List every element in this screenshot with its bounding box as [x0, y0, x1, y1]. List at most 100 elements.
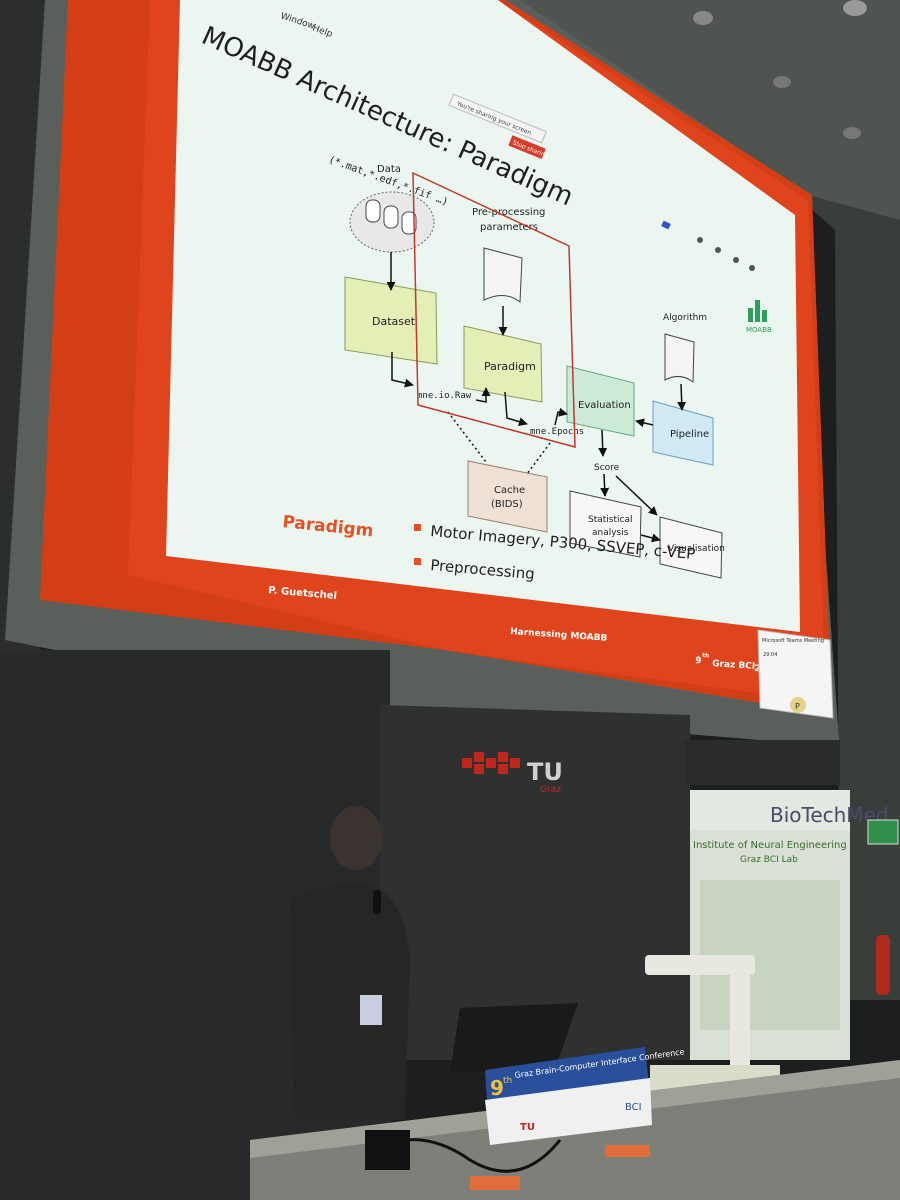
speaker-head: [330, 806, 382, 870]
logo-bar: [762, 310, 767, 322]
remote-icon: [365, 1130, 410, 1170]
mne-epochs-label: mne.Epochs: [530, 427, 584, 437]
paradigm-box: [463, 325, 543, 403]
name-badge: [360, 995, 382, 1025]
podium-sign-lower: [485, 1078, 652, 1145]
speaker-body: [290, 884, 410, 1120]
arrow-evaluation-score: [598, 429, 608, 457]
arrow-epochs-cache: [526, 442, 551, 475]
ceiling: [520, 0, 900, 220]
arrow-stats-visualisation: [640, 533, 661, 543]
tray-icon[interactable]: [715, 247, 721, 253]
arrow-score-stats: [600, 473, 610, 497]
cache-label-line2: (BIDS): [491, 499, 523, 510]
tray-icon[interactable]: [661, 220, 671, 230]
tray-icon[interactable]: [749, 265, 755, 271]
arrow-paradigm-epochs: [504, 391, 528, 426]
preprocessing-label: Pre-processing: [472, 207, 545, 218]
wall-panel-right: [685, 740, 840, 785]
logo-square: [486, 758, 496, 768]
stats-label-line2: analysis: [592, 528, 629, 538]
paradigm-label: Paradigm: [484, 360, 536, 373]
pipeline-box: [652, 400, 714, 466]
data-label: Data: [377, 164, 401, 175]
teams-title: Microsoft Teams Meeting: [762, 638, 824, 644]
algorithm-label: Algorithm: [663, 313, 707, 323]
footer-year: 2: [754, 664, 761, 674]
database-icon: [365, 199, 381, 223]
tu-text: TU: [527, 758, 563, 786]
paradigm-highlight-frame: [412, 171, 576, 448]
logo-bar: [755, 300, 760, 322]
evaluation-box: [566, 365, 635, 437]
right-wall: [790, 190, 900, 1000]
logo-text: MOABB: [746, 326, 772, 334]
arrow-raw-cache: [447, 411, 487, 463]
avatar-initial: P: [795, 702, 800, 711]
footer-conf-number: 9: [695, 656, 702, 666]
power-strip: [605, 1145, 650, 1157]
logo-square: [510, 758, 520, 768]
moabb-logo: MOABB: [746, 300, 772, 334]
logo-square: [474, 764, 484, 774]
ceiling-light: [843, 127, 861, 139]
podium-number: 9: [490, 1076, 504, 1100]
database-icon: [383, 205, 399, 229]
statistical-analysis-box: [569, 490, 642, 558]
system-tray: [661, 220, 755, 271]
banner-institute: Institute of Neural Engineering: [693, 840, 847, 851]
arrow-epochs-evaluation: [554, 407, 568, 426]
logo-square: [462, 758, 472, 768]
arrow-raw-paradigm: [475, 387, 491, 403]
avatar: [790, 697, 806, 713]
visualisation-box: [659, 516, 723, 579]
logo-bar: [748, 308, 753, 322]
fire-extinguisher: [876, 935, 890, 995]
teams-popup-bg: [757, 629, 834, 719]
evaluation-label: Evaluation: [578, 400, 631, 411]
database-icon: [401, 211, 417, 235]
pipeline-label: Pipeline: [670, 429, 709, 440]
podium-sup: th: [503, 1076, 512, 1086]
tray-icon[interactable]: [733, 257, 739, 263]
slide-content-area: [166, 0, 800, 632]
camera-arm: [645, 955, 755, 975]
cache-label-line1: Cache: [494, 485, 525, 496]
ceiling-light: [693, 11, 713, 25]
stop-sharing-button[interactable]: [508, 135, 546, 159]
dataset-label: Dataset: [372, 315, 416, 328]
bullet-marker: [414, 558, 421, 565]
banner-header: [690, 790, 850, 830]
logo-square: [474, 752, 484, 762]
banner-lab: Graz BCI Lab: [740, 855, 798, 865]
exit-sign-icon: [867, 819, 899, 845]
podium-bci: BCI: [625, 1102, 642, 1113]
speaker: [290, 806, 410, 1120]
microphone-icon: [373, 890, 381, 914]
ceiling-light: [773, 76, 791, 88]
parameters-document-icon: [483, 247, 523, 304]
power-strip: [470, 1176, 520, 1190]
arrow-algorithm-pipeline: [677, 383, 687, 411]
arrow-pipeline-evaluation: [635, 418, 654, 428]
cache-box: [467, 460, 548, 533]
tu-graz-logo: TU Graz: [462, 752, 563, 795]
share-bar-bg: [448, 93, 547, 144]
arrow-dataset-raw: [391, 352, 414, 388]
ceiling-light: [843, 0, 867, 16]
parameters-label: parameters: [480, 222, 538, 233]
roll-up-banner: BioTechMed Institute of Neural Engineeri…: [690, 790, 889, 1060]
logo-square: [498, 752, 508, 762]
camera-stand: [730, 960, 750, 1080]
podium-tu: TU: [520, 1122, 535, 1133]
logo-square: [498, 764, 508, 774]
teams-time: 29:04: [763, 652, 777, 658]
laptop-icon: [450, 1003, 578, 1072]
wall-panel-center: [380, 705, 690, 1060]
teams-popup[interactable]: Microsoft Teams Meeting 29:04 P: [757, 629, 834, 719]
stats-label-line1: Statistical: [588, 515, 632, 525]
tray-icon[interactable]: [697, 237, 703, 243]
visualisation-label: Visualisation: [668, 544, 725, 554]
